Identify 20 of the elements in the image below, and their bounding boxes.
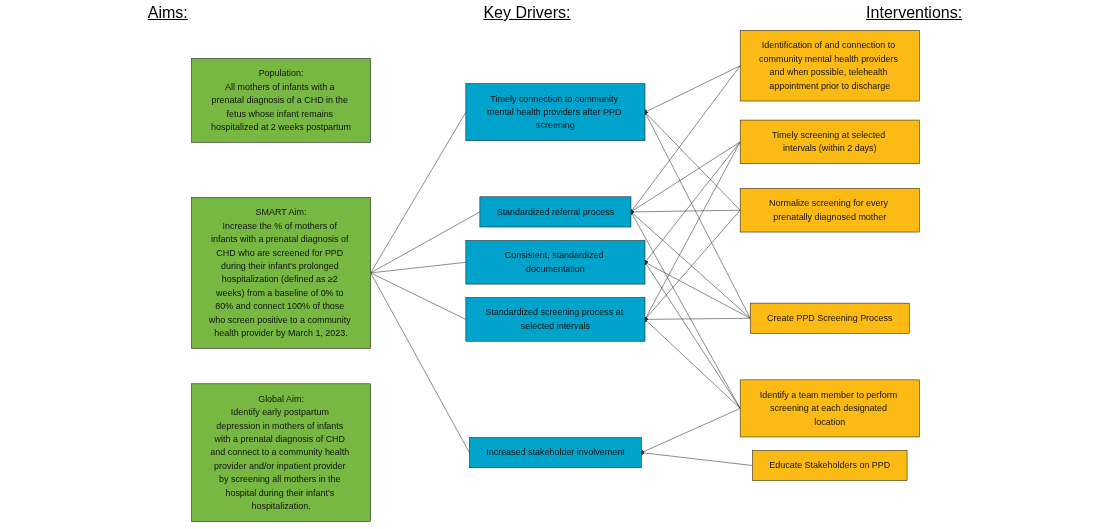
- node-box: Population: All mothers of infants with a prenatal diagnosis of a CHD in the fetus whose infant remains hospitalized at 2 weeks postpartum: [190, 58, 371, 143]
- node-box: Identification of and connection to community mental health providers and when possible, telehealth appointment prior to discharge: [739, 30, 920, 102]
- connector: [369, 262, 466, 274]
- node-box: Normalize screening for every prenatally diagnosed mother: [739, 188, 920, 233]
- connector: [369, 211, 480, 274]
- node-box: SMART Aim: Increase the % of mothers of infants with a prenatal diagnosis of CHD who are screened for PPD during their infant's prolonged hospitalization (defined as ≥2 weeks) from a baseline of 0% to 80% and connect 100% of those who screen positive to a community health provider by March 1, 2023.: [190, 197, 371, 349]
- node-box: Create PPD Screening Process: [749, 302, 910, 334]
- column-heading: Aims:: [147, 4, 188, 22]
- column-heading: Key Drivers:: [483, 4, 571, 22]
- node-box: Educate Stakeholders on PPD: [751, 450, 907, 481]
- node-box: Consistent, standardized documentation: [465, 240, 645, 285]
- node-box: Increased stakeholder involvement: [468, 437, 642, 469]
- node-box: Global Aim: Identify early postpartum depression in mothers of infants with a prenatal diagnosis of CHD and connect to a community health provider and/or inpatient provider by screening all mothers in the hospital during their infant's hospitalization.: [190, 383, 371, 522]
- node-box: Timely screening at selected intervals (within 2 days): [739, 119, 920, 164]
- node-box: Identify a team member to perform screening at each designated location: [739, 379, 920, 438]
- node-box: Standardized referral process: [479, 196, 631, 228]
- connector: [369, 272, 466, 320]
- node-box: Timely connection to community mental health providers after PPD screening: [465, 83, 645, 142]
- node-box: Standardized screening process at selected intervals: [465, 297, 645, 342]
- column-heading: Interventions:: [866, 4, 963, 22]
